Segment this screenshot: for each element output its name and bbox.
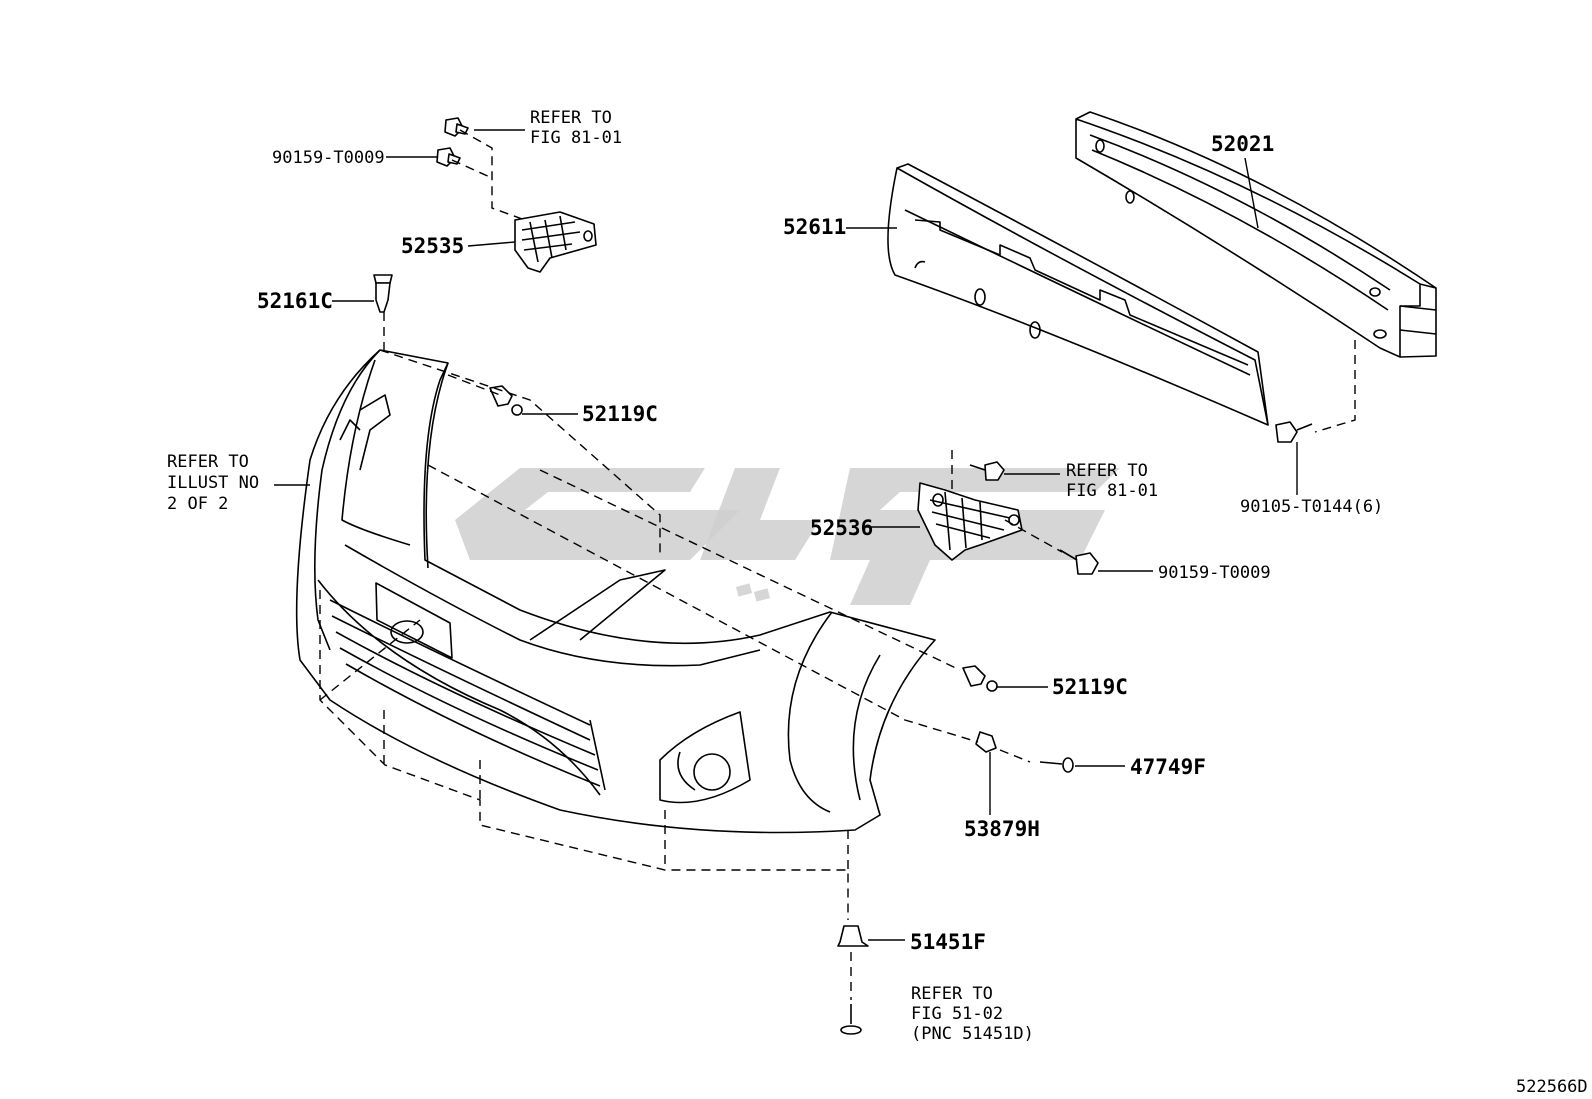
label-52536: 52536 [810,516,873,540]
clip-51451f-icon[interactable] [837,925,869,947]
bumper-reinforcement-part[interactable] [1075,111,1437,358]
bolt-90159-top-icon[interactable] [436,117,469,167]
bolt-90159-right-upper-icon[interactable] [969,461,1005,481]
label-90159-top: 90159-T0009 [272,148,385,168]
refer-fig5102-line2: FIG 51-02 [911,1004,1003,1024]
label-52119c-top: 52119C [582,402,658,426]
bumper-energy-absorber-part[interactable] [887,163,1269,426]
screw-52119c-bottom-icon[interactable] [962,665,998,692]
assembly-lines [319,129,1356,1000]
bumper-side-bracket-right-part[interactable] [917,482,1023,561]
refer-fig5102-line3: (PNC 51451D) [911,1024,1034,1044]
bolt-90105-icon[interactable] [1275,421,1313,443]
refer-fig8101-right-line1: REFER TO [1066,461,1148,481]
refer-fig8101-top-line2: FIG 81-01 [530,128,622,148]
leader-lines [274,129,1298,941]
label-52161c: 52161C [257,289,333,313]
refer-illust-line2: ILLUST NO [167,473,259,493]
refer-fig8101-top-line1: REFER TO [530,108,612,128]
label-52119c-bottom: 52119C [1052,675,1128,699]
watermark-logo [455,468,1120,605]
label-51451f: 51451F [910,930,986,954]
screw-51451d-icon[interactable] [840,1004,862,1035]
screw-47749f-icon[interactable] [1039,757,1074,773]
bumper-side-bracket-left-part[interactable] [514,211,597,273]
front-bumper-cover-part[interactable] [295,349,936,834]
label-53879h: 53879H [964,817,1040,841]
refer-illust-line1: REFER TO [167,452,249,472]
refer-fig8101-right-line2: FIG 81-01 [1066,481,1158,501]
clip-52161c-icon[interactable] [373,274,393,313]
bolt-90159-right-icon[interactable] [1059,549,1099,575]
label-47749f: 47749F [1130,755,1206,779]
label-90159-right: 90159-T0009 [1158,563,1271,583]
figure-id: 522566D [1516,1077,1588,1097]
screw-52119c-top-icon[interactable] [489,385,523,416]
refer-illust-line3: 2 OF 2 [167,494,228,514]
label-52535: 52535 [401,234,464,258]
label-90105: 90105-T0144(6) [1240,497,1383,517]
label-52611: 52611 [783,215,846,239]
refer-fig5102-line1: REFER TO [911,984,993,1004]
nut-53879h-icon[interactable] [975,731,997,753]
label-52021: 52021 [1211,132,1274,156]
